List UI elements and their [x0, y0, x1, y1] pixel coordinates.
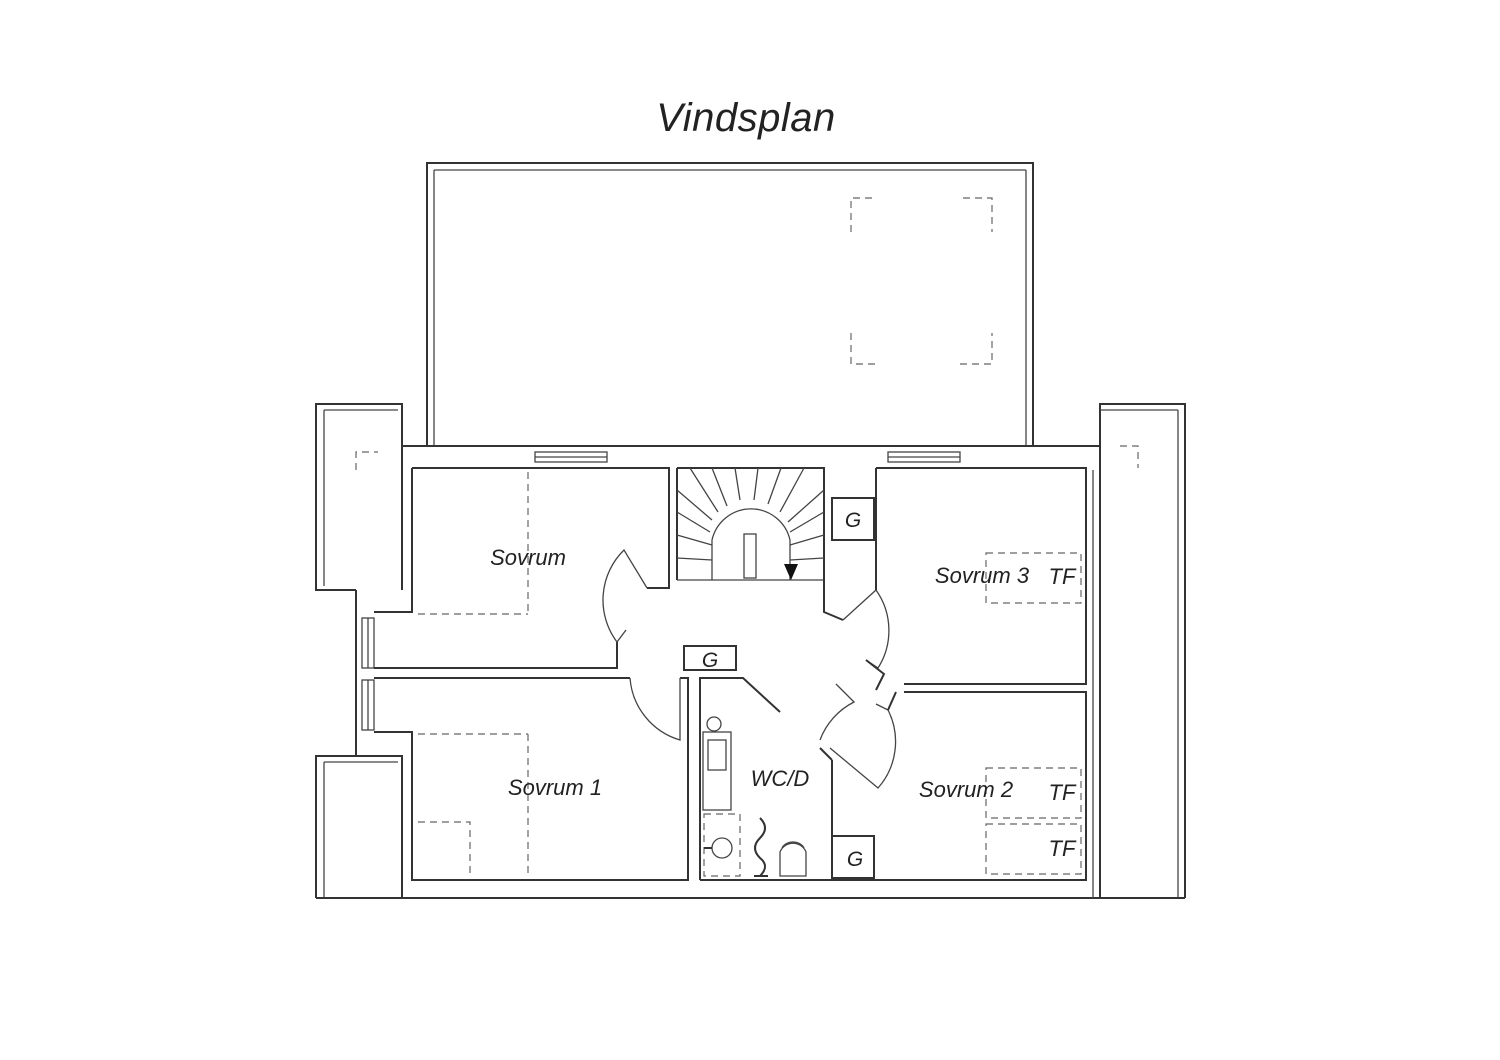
room-label-sovrum: Sovrum — [490, 545, 566, 570]
tf-label-sovrum-2-lower: TF — [1049, 836, 1077, 861]
room-label-sovrum-2: Sovrum 2 — [919, 777, 1013, 802]
staircase — [676, 467, 825, 581]
stair-direction-arrow-icon — [784, 564, 798, 580]
wc-faucet-icon — [706, 716, 722, 732]
outer-walls — [316, 445, 1185, 899]
toilet-icon — [779, 842, 807, 877]
tf-label-sovrum-2-upper: TF — [1049, 780, 1077, 805]
room-label-sovrum-3: Sovrum 3 — [935, 563, 1030, 588]
room-label-sovrum-1: Sovrum 1 — [508, 775, 602, 800]
closet-label-g-middle: G — [702, 649, 718, 672]
wc — [699, 677, 833, 881]
closets — [683, 497, 875, 879]
closet-label-g-top: G — [845, 509, 861, 532]
closet-g-bottom — [831, 835, 875, 879]
wc-sink-icon — [707, 739, 727, 771]
closet-g-top — [831, 497, 875, 541]
closet-g-middle — [683, 645, 737, 671]
tf-label-sovrum-3: TF — [1049, 564, 1077, 589]
wc-counter — [702, 731, 732, 811]
bedroom-1 — [374, 677, 689, 881]
doors — [602, 548, 897, 789]
upper-balcony — [426, 162, 1034, 446]
room-label-wc: WC/D — [751, 766, 810, 791]
plan-title: Vindsplan — [656, 96, 836, 140]
shower-icon — [711, 837, 733, 859]
shower-curtain-icon — [754, 817, 766, 877]
bedroom-3 — [823, 467, 1087, 691]
closet-label-g-bottom: G — [847, 848, 863, 871]
right-dormer — [1099, 403, 1186, 898]
left-dormers — [315, 403, 403, 898]
bedroom-top-left — [374, 467, 670, 669]
